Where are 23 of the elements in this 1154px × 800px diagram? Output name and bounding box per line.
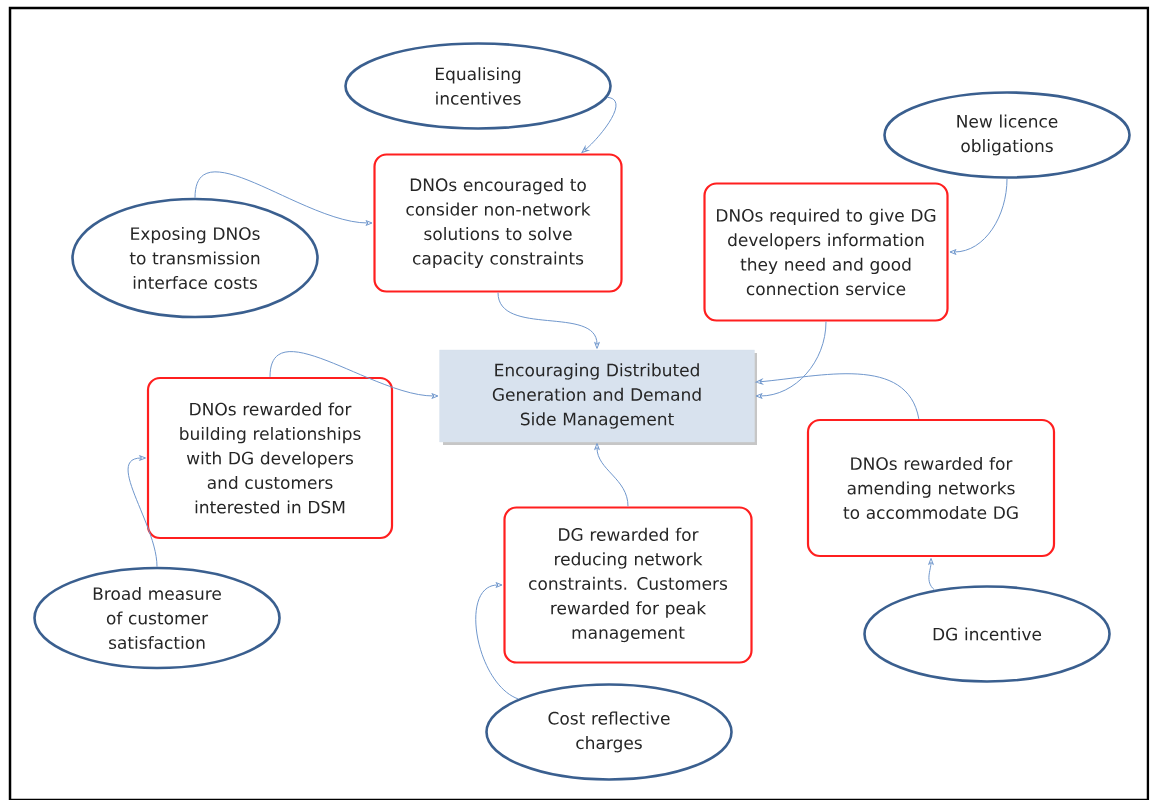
rounded-box: DNOs rewarded for building relationships with DG developers and customers interested in DSM [146,376,394,540]
central-box: Encouraging Distributed Generation and Demand Side Management [439,349,757,445]
ellipse-node: Equalising incentives [344,42,612,130]
rounded-box: DNOs encouraged to consider non-network solutions to solve capacity constraints [373,153,623,293]
ellipse-node: Cost reflective charges [485,683,733,781]
ellipse-node: DG incentive [863,585,1111,683]
arrow [949,178,1008,255]
rounded-box: DG rewarded for reducing network constraints. Customers rewarded for peak management [503,506,753,664]
arrow [755,321,827,399]
arrow [755,373,920,420]
rounded-box: DNOs rewarded for amending networks to accommodate DG [806,418,1056,558]
arrow [594,443,629,507]
arrow [581,96,617,153]
arrow [269,351,439,399]
rounded-box: DNOs required to give DG developers information they need and good connection service [703,182,949,322]
ellipse-node: Broad measure of customer satisfaction [33,566,281,670]
arrow [497,292,600,349]
ellipse-node: New licence obligations [883,91,1131,179]
arrow [194,171,373,226]
ellipse-node: Exposing DNOs to transmission interface costs [71,197,319,319]
arrow [475,582,519,700]
arrow [127,455,158,568]
arrow [928,557,935,591]
